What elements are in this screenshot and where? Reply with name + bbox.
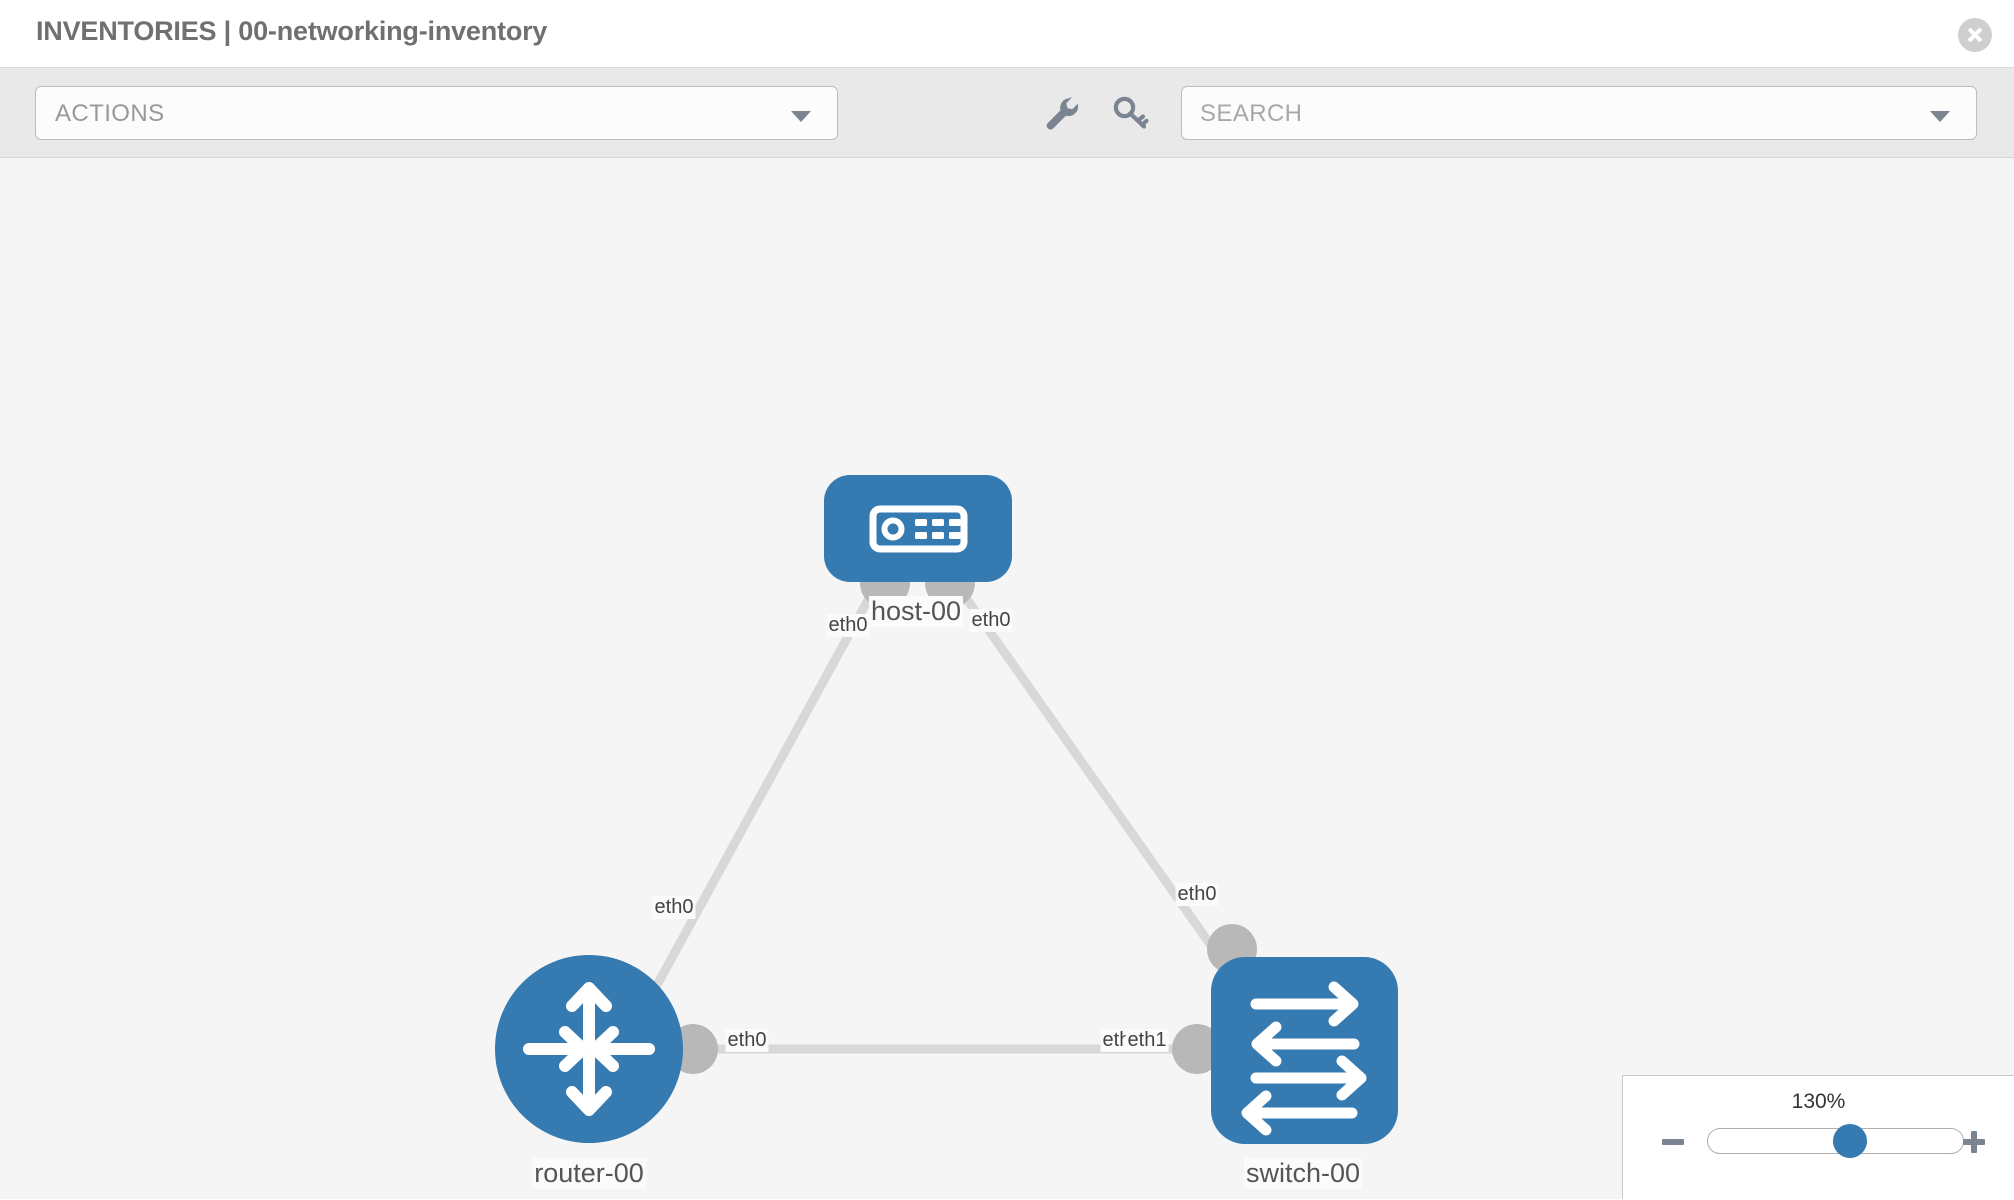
actions-dropdown[interactable]: ACTIONS (35, 86, 838, 140)
edge-host00-switch00 (948, 575, 1252, 1001)
zoom-slider-thumb[interactable] (1832, 1124, 1867, 1158)
page-title: INVENTORIES | 00-networking-inventory (36, 16, 548, 46)
switch-icon (1241, 981, 1367, 1136)
topology-canvas[interactable]: host-00 router-00 switch-00 eth0 eth0 et… (0, 158, 2014, 1199)
iface-label-router00-eth0-up: eth0 (652, 896, 696, 919)
edge-group (636, 575, 1252, 1054)
page-header: INVENTORIES | 00-networking-inventory (0, 0, 2014, 68)
iface-label-switch00-eth1: eth1 (1125, 1029, 1169, 1052)
search-placeholder: SEARCH (1200, 100, 1303, 127)
chevron-down-icon (791, 111, 811, 122)
chevron-down-icon (1930, 111, 1950, 122)
node-label-switch-00: switch-00 (1243, 1158, 1363, 1189)
server-icon (869, 505, 968, 553)
key-icon[interactable] (1110, 92, 1152, 134)
zoom-control-panel: 130% (1622, 1075, 2014, 1199)
topology-graph (495, 475, 1398, 1144)
zoom-slider-track[interactable] (1707, 1124, 1964, 1158)
search-input[interactable]: SEARCH (1181, 86, 1977, 140)
zoom-out-button[interactable] (1659, 1128, 1687, 1156)
zoom-in-button[interactable] (1960, 1128, 1988, 1156)
close-icon[interactable] (1958, 18, 1992, 52)
node-switch-00 (1211, 957, 1398, 1144)
node-label-host-00: host-00 (868, 596, 964, 627)
actions-dropdown-label: ACTIONS (55, 100, 165, 127)
node-label-router-00: router-00 (532, 1158, 646, 1189)
toolbar: ACTIONS SEARCH (0, 68, 2014, 158)
node-router-00 (495, 955, 683, 1143)
wrench-icon[interactable] (1040, 92, 1082, 134)
port-switch00-eth1 (1172, 1024, 1222, 1074)
edge-host00-router00 (636, 575, 884, 1019)
iface-label-switch00-eth0-up: eth0 (1175, 883, 1219, 906)
iface-label-host00-eth0-left: eth0 (826, 614, 870, 637)
zoom-level-value: 130% (1791, 1090, 1846, 1113)
iface-label-host00-eth0-right: eth0 (969, 609, 1013, 632)
port-group (668, 558, 1257, 1074)
router-icon (523, 982, 655, 1116)
node-host-00 (824, 475, 1012, 582)
iface-label-router00-eth0: eth0 (725, 1029, 769, 1052)
